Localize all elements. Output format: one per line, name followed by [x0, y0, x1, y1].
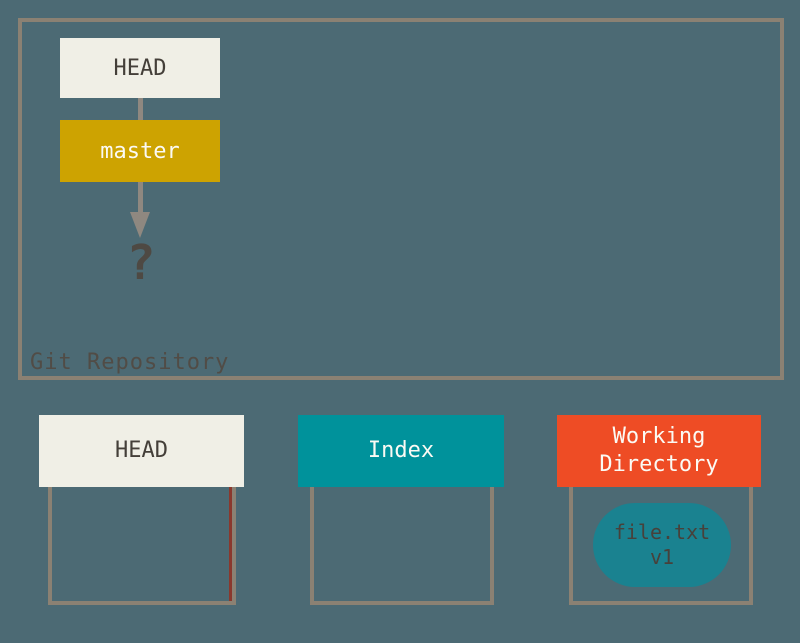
master-branch-box: master: [60, 120, 220, 182]
git-repository-label: Git Repository: [30, 350, 230, 375]
index-column-header: Index: [298, 415, 504, 487]
index-column-container: [310, 487, 494, 605]
head-column-label: HEAD: [115, 438, 168, 463]
git-repository-box: Git Repository: [18, 18, 784, 380]
head-column-header: HEAD: [39, 415, 244, 487]
master-branch-label: master: [100, 138, 180, 164]
head-ref-label: HEAD: [113, 55, 167, 81]
master-pointer-arrow-shaft: [138, 182, 143, 213]
head-to-master-connector: [138, 98, 143, 120]
index-column-label: Index: [367, 438, 435, 463]
working-directory-column-label: Working Directory: [599, 424, 719, 477]
working-directory-column-container: [569, 487, 753, 605]
unknown-commit-question-mark: ?: [126, 235, 156, 291]
head-ref-box: HEAD: [60, 38, 220, 98]
file-name-label: file.txt: [613, 520, 711, 544]
head-container-red-edge: [229, 487, 232, 601]
working-directory-column-header: Working Directory: [557, 415, 761, 487]
file-txt-v1-blob: file.txt v1: [593, 503, 731, 587]
head-column-container: [48, 487, 236, 605]
file-version-label: v1: [649, 545, 675, 569]
arrow-down-icon: [130, 212, 150, 238]
